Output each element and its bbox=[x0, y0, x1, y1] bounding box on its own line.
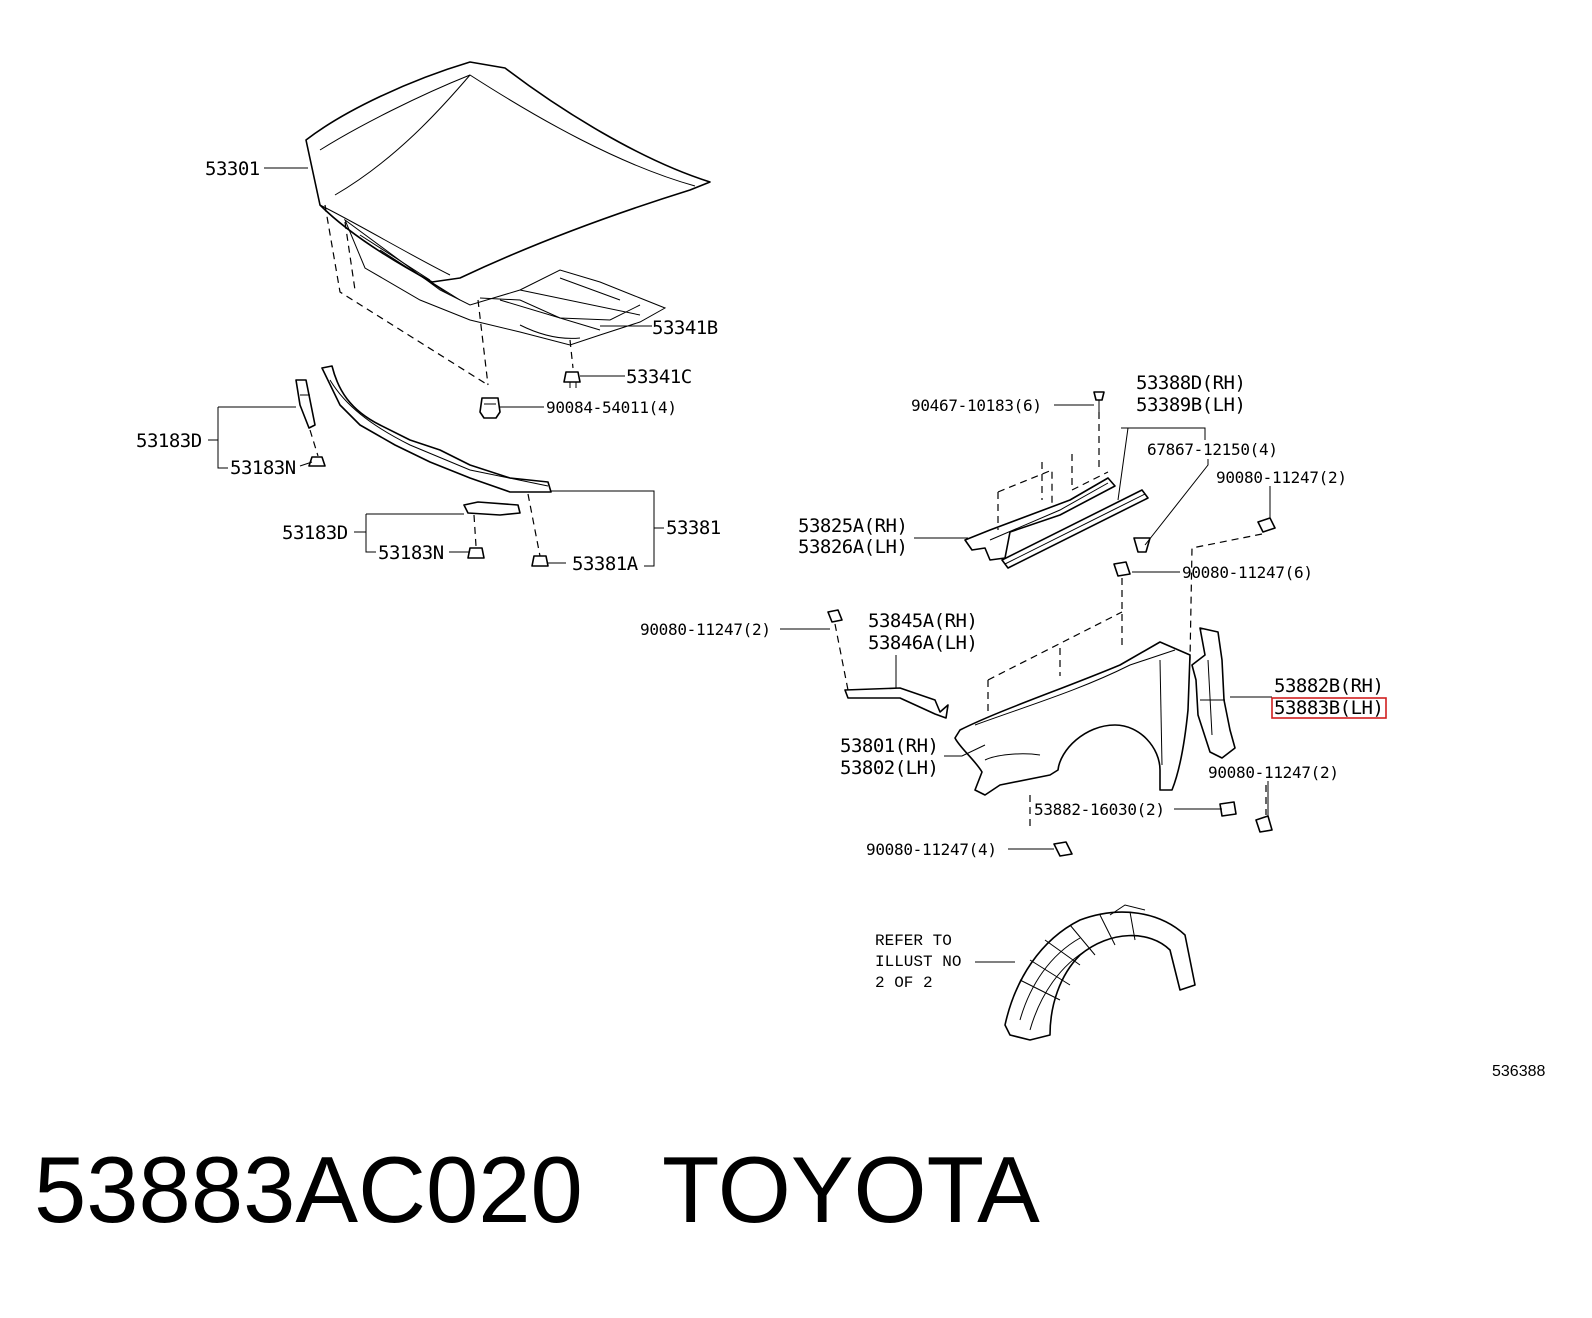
label-53801-rh[interactable]: 53801(RH) bbox=[840, 735, 939, 757]
label-53388d-rh[interactable]: 53388D(RH) bbox=[1136, 372, 1246, 394]
illustration-id: 536388 bbox=[1492, 1063, 1545, 1080]
label-90467-10183[interactable]: 90467-10183(6) bbox=[911, 396, 1042, 415]
label-53183d-lower[interactable]: 53183D bbox=[282, 522, 348, 544]
label-53301[interactable]: 53301 bbox=[205, 158, 260, 180]
label-90080-11247-right-low[interactable]: 90080-11247(2) bbox=[1208, 763, 1339, 782]
right-dashed-lines bbox=[834, 412, 1267, 830]
label-53882-16030[interactable]: 53882-16030(2) bbox=[1034, 800, 1165, 819]
brand-title: TOYOTA bbox=[662, 1137, 1040, 1242]
right-leader-lines bbox=[780, 404, 1272, 850]
refer-text-line1: REFER TO bbox=[875, 932, 952, 950]
refer-text-line2: ILLUST NO bbox=[875, 953, 961, 971]
hood-dashed-lines bbox=[324, 204, 574, 386]
label-53341b[interactable]: 53341B bbox=[652, 317, 718, 339]
hood-leader-lines bbox=[264, 167, 652, 408]
label-53389b-lh[interactable]: 53389B(LH) bbox=[1136, 394, 1246, 416]
label-53882b-rh[interactable]: 53882B(RH) bbox=[1274, 675, 1384, 697]
label-53825a-rh[interactable]: 53825A(RH) bbox=[798, 515, 908, 537]
highlight-box bbox=[1271, 697, 1387, 719]
label-53381[interactable]: 53381 bbox=[666, 517, 721, 539]
label-90080-11247-mid[interactable]: 90080-11247(6) bbox=[1182, 563, 1313, 582]
label-53341c[interactable]: 53341C bbox=[626, 366, 692, 388]
fender-seal-drawing bbox=[1001, 489, 1149, 569]
label-53183d-upper[interactable]: 53183D bbox=[136, 430, 202, 452]
label-53826a-lh[interactable]: 53826A(LH) bbox=[798, 536, 908, 558]
label-90084-54011[interactable]: 90084-54011(4) bbox=[546, 398, 677, 417]
label-90080-11247-top[interactable]: 90080-11247(2) bbox=[1216, 468, 1347, 487]
fender-bracket-drawing bbox=[964, 477, 1116, 561]
refer-text-line3: 2 OF 2 bbox=[875, 974, 933, 992]
label-53883b-lh[interactable]: 53883B(LH) bbox=[1274, 697, 1384, 719]
insulator-clip-icon bbox=[563, 371, 581, 388]
bolt-icons bbox=[827, 517, 1276, 857]
label-53183n-upper[interactable]: 53183N bbox=[230, 457, 296, 479]
label-53846a-lh[interactable]: 53846A(LH) bbox=[868, 632, 978, 654]
hood-lock-support-drawing bbox=[321, 365, 552, 493]
left-dashed-lines bbox=[309, 429, 541, 557]
screw-icon bbox=[1093, 391, 1105, 412]
clip-67867-icon bbox=[1133, 537, 1151, 553]
part-number-title: 53883AC020 bbox=[34, 1137, 583, 1242]
hood-drawing bbox=[305, 61, 711, 346]
fender-stay-drawing bbox=[844, 687, 949, 719]
label-53381a[interactable]: 53381A bbox=[572, 553, 639, 575]
label-53845a-rh[interactable]: 53845A(RH) bbox=[868, 610, 978, 632]
hood-clip-icon bbox=[479, 397, 501, 419]
fender-liner-drawing bbox=[1191, 627, 1236, 759]
left-leader-lines bbox=[208, 406, 664, 567]
inner-liner-drawing bbox=[1004, 904, 1196, 1041]
label-53183n-lower[interactable]: 53183N bbox=[378, 542, 444, 564]
label-90080-11247-left[interactable]: 90080-11247(2) bbox=[640, 620, 771, 639]
seal-lower-drawing bbox=[463, 501, 521, 516]
label-90080-11247-bottom[interactable]: 90080-11247(4) bbox=[866, 840, 997, 859]
label-53802-lh[interactable]: 53802(LH) bbox=[840, 757, 939, 779]
label-67867-12150[interactable]: 67867-12150(4) bbox=[1147, 440, 1278, 459]
seal-upper-drawing bbox=[295, 379, 316, 429]
fender-drawing bbox=[954, 641, 1191, 796]
